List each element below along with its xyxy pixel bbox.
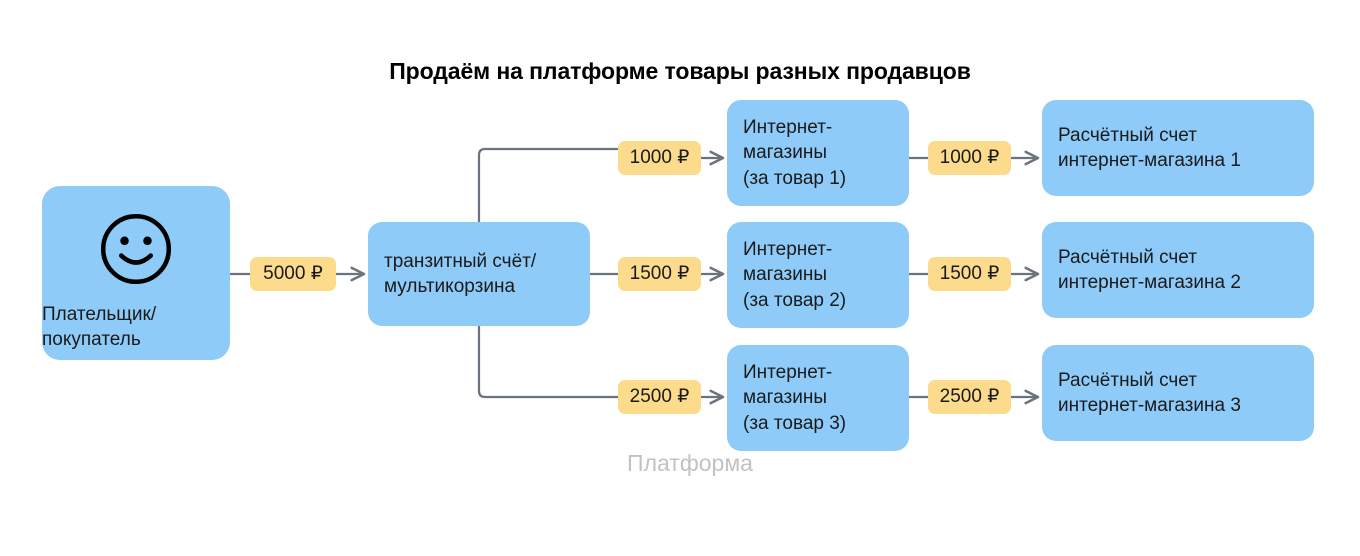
node-account-3[interactable]: Расчётный счет интернет-магазина 3 xyxy=(1042,345,1314,441)
page-title: Продаём на платформе товары разных прода… xyxy=(389,58,971,84)
node-transit-account[interactable]: транзитный счёт/ мультикорзина xyxy=(368,222,590,326)
amount-badge-transit-to-shop-1: 1000 ₽ xyxy=(618,141,701,175)
node-account-1[interactable]: Расчётный счет интернет-магазина 1 xyxy=(1042,100,1314,196)
amount-badge-shop-to-account-1: 1000 ₽ xyxy=(928,141,1011,175)
amount-badge-transit-to-shop-3: 2500 ₽ xyxy=(618,380,701,414)
node-account-1-label: Расчётный счет интернет-магазина 1 xyxy=(1058,124,1241,171)
node-payer[interactable]: Плательщик/ покупатель xyxy=(42,186,230,360)
wire-transit-to-row3 xyxy=(477,326,618,399)
node-account-3-label: Расчётный счет интернет-магазина 3 xyxy=(1058,369,1241,416)
node-shop-1-label: Интернет- магазины (за товар 1) xyxy=(743,117,847,189)
smiley-face-icon xyxy=(100,213,172,285)
node-shop-3-label: Интернет- магазины (за товар 3) xyxy=(743,362,847,434)
node-shop-2-label: Интернет- магазины (за товар 2) xyxy=(743,239,847,311)
node-shop-1[interactable]: Интернет- магазины (за товар 1) xyxy=(727,100,909,206)
node-shop-3[interactable]: Интернет- магазины (за товар 3) xyxy=(727,345,909,451)
node-payer-label: Плательщик/ покупатель xyxy=(42,304,157,351)
node-transit-label: транзитный счёт/ мультикорзина xyxy=(384,250,537,297)
amount-badge-transit-to-shop-2: 1500 ₽ xyxy=(618,257,701,291)
wire-transit-to-row1 xyxy=(477,147,618,222)
platform-caption: Платформа xyxy=(627,450,753,476)
amount-badge-payer-to-transit: 5000 ₽ xyxy=(250,257,336,291)
amount-badge-shop-to-account-3: 2500 ₽ xyxy=(928,380,1011,414)
node-shop-2[interactable]: Интернет- магазины (за товар 2) xyxy=(727,222,909,328)
node-account-2-label: Расчётный счет интернет-магазина 2 xyxy=(1058,246,1241,293)
amount-badge-shop-to-account-2: 1500 ₽ xyxy=(928,257,1011,291)
node-account-2[interactable]: Расчётный счет интернет-магазина 2 xyxy=(1042,222,1314,318)
